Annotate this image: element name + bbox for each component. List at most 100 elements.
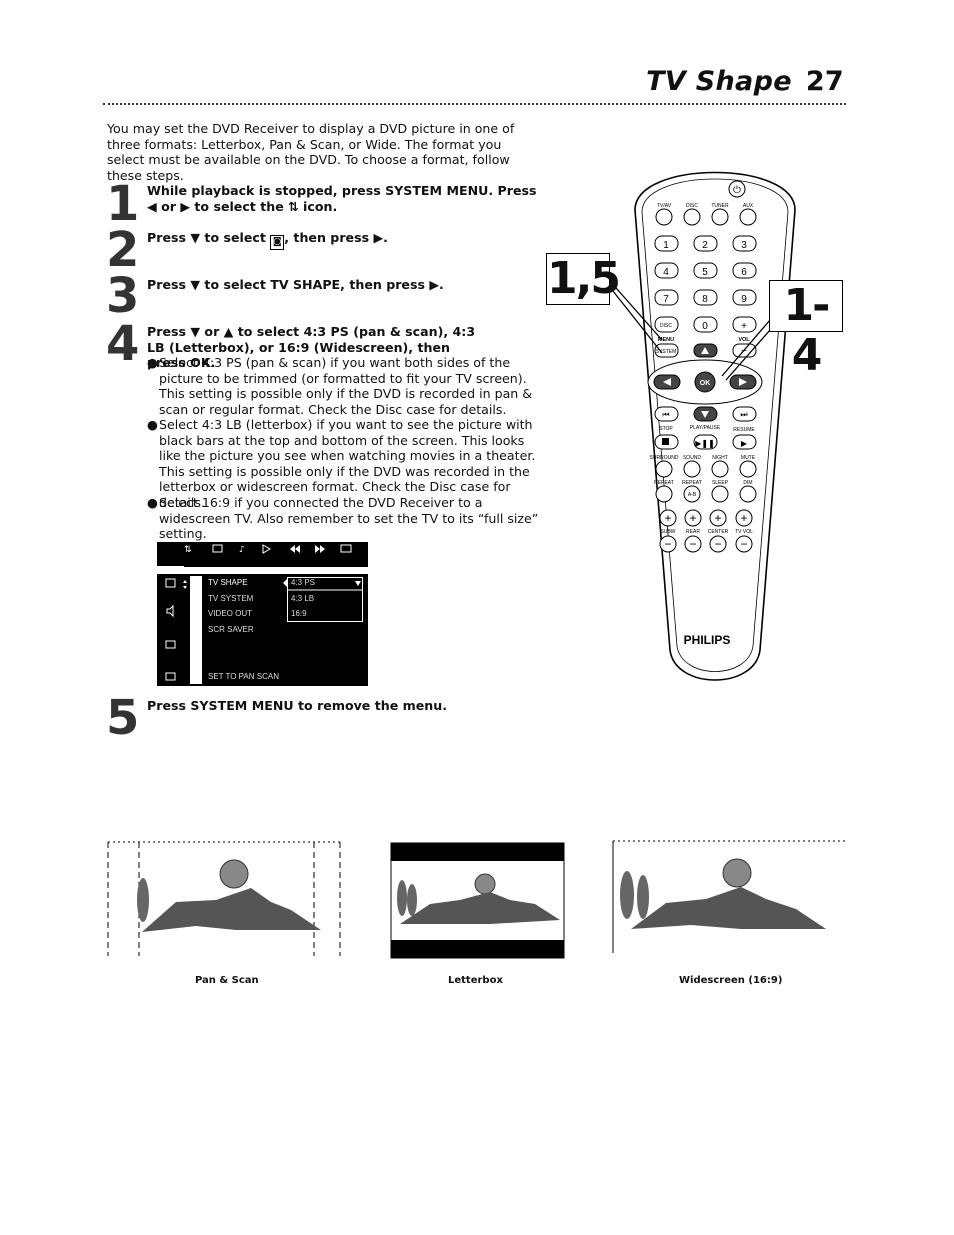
picture-settings-icon: ◙ — [270, 235, 285, 250]
tvvol-up-button[interactable] — [735, 509, 753, 527]
menu-item[interactable]: TV SYSTEM — [208, 594, 254, 603]
system-menu-button[interactable] — [654, 343, 679, 358]
remote-control: ⏻ TV/AV DISC TUNER AUX — [608, 171, 796, 681]
disc-label: DISC — [660, 323, 672, 329]
bullet-text: Select 4:3 PS (pan & scan) if you want b… — [159, 355, 533, 417]
left-arrow-icon — [663, 378, 671, 386]
rear-down-button[interactable] — [684, 535, 702, 553]
tvvol-down-button[interactable] — [735, 535, 753, 553]
repeat-ab-button[interactable] — [683, 485, 701, 503]
option-item[interactable]: 4:3 LB — [291, 594, 315, 603]
forward-icon-b — [320, 545, 325, 553]
up-arrow-icon — [701, 347, 709, 354]
night-button[interactable] — [711, 460, 729, 478]
menu-item[interactable]: TV SHAPE — [208, 578, 248, 587]
digit-label: 6 — [741, 267, 747, 278]
digit-button[interactable] — [693, 316, 718, 333]
step-4-text: Press ▼ or ▲ to select 4:3 PS (pan & sca… — [147, 324, 476, 371]
down-arrow-icon — [183, 586, 187, 589]
bullet-dot-icon: ● — [147, 495, 158, 510]
rear-label: REAR — [686, 529, 700, 535]
vol-up-button[interactable] — [732, 316, 757, 333]
digit-button[interactable] — [693, 262, 718, 279]
dim-label: DIM — [743, 480, 752, 486]
step-number-3: 3 — [106, 268, 140, 324]
dim-button[interactable] — [739, 485, 757, 503]
power-button[interactable] — [728, 180, 746, 198]
caption-widescreen: Widescreen (16:9) — [679, 975, 783, 986]
step-1-text: While playback is stopped, press SYSTEM … — [147, 183, 537, 214]
pan-scan-illustration — [107, 841, 341, 956]
mute-button[interactable] — [739, 460, 757, 478]
left-pointer-icon — [283, 579, 287, 587]
sleep-button[interactable] — [711, 485, 729, 503]
plus-icon: + — [714, 511, 721, 525]
minus-icon: − — [740, 537, 747, 551]
digit-button[interactable] — [693, 289, 718, 306]
callout-line — [725, 329, 771, 381]
subw-up-button[interactable] — [659, 509, 677, 527]
repeat-button[interactable] — [655, 485, 673, 503]
callout-line — [608, 279, 663, 341]
aux-label: AUX — [743, 203, 754, 209]
dropdown-icon — [355, 581, 361, 586]
intro-paragraph: You may set the DVD Receiver to display … — [107, 121, 515, 183]
digit-label: 8 — [702, 294, 708, 305]
digit-button[interactable] — [654, 262, 679, 279]
center-up-button[interactable] — [709, 509, 727, 527]
sleep-label: SLEEP — [712, 480, 729, 486]
power-icon: ⏻ — [733, 185, 741, 196]
ab-label: A-B — [688, 492, 697, 498]
surround-button[interactable] — [655, 460, 673, 478]
center-label: CENTER — [708, 529, 729, 535]
sound-button[interactable] — [683, 460, 701, 478]
bullet-text: Select 16:9 if you connected the DVD Rec… — [159, 495, 539, 542]
play-pause-button[interactable] — [693, 434, 718, 450]
up-arrow-icon — [183, 580, 187, 583]
digit-button[interactable] — [732, 262, 757, 279]
right-arrow-icon — [739, 378, 747, 386]
caption-letterbox: Letterbox — [448, 975, 503, 986]
stop-icon — [662, 438, 669, 445]
step-number-5: 5 — [106, 690, 140, 746]
next-button[interactable] — [732, 406, 757, 422]
digit-button[interactable] — [693, 235, 718, 252]
digit-button[interactable] — [654, 289, 679, 306]
digit-button[interactable] — [654, 235, 679, 252]
night-label: NIGHT — [712, 455, 728, 461]
sun-icon — [474, 873, 496, 895]
disc-icon — [340, 544, 352, 553]
digit-label: 4 — [663, 267, 669, 278]
disc-menu-button[interactable] — [654, 316, 679, 333]
digit-button[interactable] — [732, 289, 757, 306]
rewind-icon — [290, 545, 295, 553]
subw-down-button[interactable] — [659, 535, 677, 553]
top-bar — [391, 843, 564, 861]
letterbox-illustration — [390, 842, 565, 959]
minus-icon: − — [664, 537, 671, 551]
step-2-text-b: , then press ▶. — [284, 230, 388, 245]
option-item[interactable]: 4:3 PS — [291, 578, 316, 587]
tree-icon — [407, 884, 417, 916]
menu-item[interactable]: VIDEO OUT — [208, 609, 253, 618]
display-icon — [212, 544, 223, 553]
ok-button[interactable] — [694, 371, 716, 393]
tvav-button[interactable] — [655, 208, 673, 226]
digit-label: 9 — [741, 294, 747, 305]
tuner-button[interactable] — [711, 208, 729, 226]
subw-label: SUBW — [661, 529, 676, 535]
step-5-text: Press SYSTEM MENU to remove the menu. — [147, 698, 448, 713]
disc-button[interactable] — [683, 208, 701, 226]
surround-label: SURROUND — [650, 455, 679, 461]
minus-icon: − — [714, 537, 721, 551]
aux-button[interactable] — [739, 208, 757, 226]
center-down-button[interactable] — [709, 535, 727, 553]
option-item[interactable]: 16:9 — [291, 609, 307, 618]
previous-button[interactable] — [654, 406, 679, 422]
digit-label: 1 — [663, 240, 669, 251]
rear-up-button[interactable] — [684, 509, 702, 527]
menu-item[interactable]: SCR SAVER — [208, 625, 254, 634]
resume-button[interactable] — [732, 434, 757, 450]
digit-button[interactable] — [732, 235, 757, 252]
